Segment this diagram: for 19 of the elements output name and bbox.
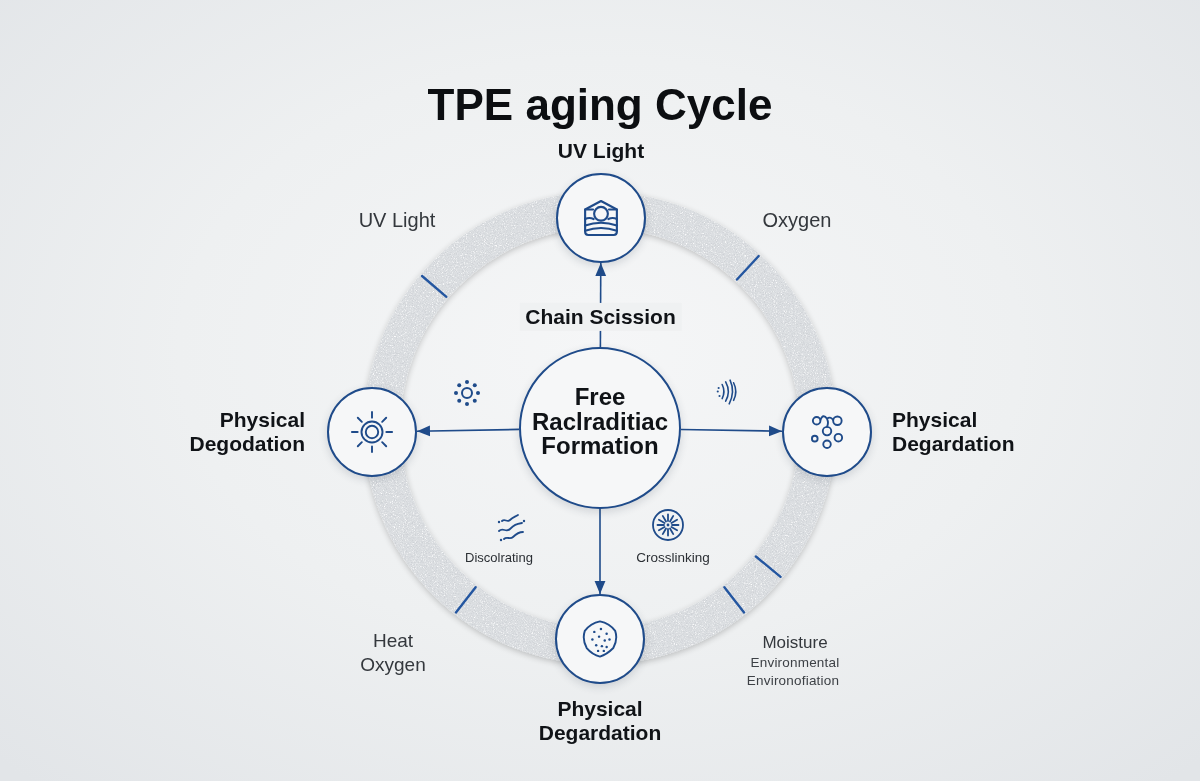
- arrow: [416, 425, 520, 437]
- effect-label: Crosslinking: [636, 550, 710, 566]
- node-label: Physical Degardation: [538, 697, 662, 745]
- factor-label: Moisture: [762, 634, 828, 652]
- factor-label: Oxygen: [762, 209, 832, 231]
- factor-label: Heat: [372, 631, 414, 651]
- effect-label: Discolrating: [465, 551, 533, 565]
- note-label: Environmental: [750, 655, 840, 671]
- node-label: Physical Degodation: [189, 408, 305, 456]
- node-label: UV Light: [557, 139, 645, 163]
- edge-label: Chain Scission: [519, 302, 682, 331]
- diagram-title: TPE aging Cycle: [427, 80, 773, 131]
- node-label: Physical Degardation: [892, 408, 1015, 456]
- arrow: [594, 508, 606, 595]
- arrow: [680, 425, 783, 437]
- node-label: Free Raclraditiac Formation: [531, 384, 669, 460]
- factor-label: UV Light: [358, 209, 436, 231]
- note-label: Environofiation: [746, 673, 840, 689]
- factor-label: Oxygen: [360, 655, 426, 675]
